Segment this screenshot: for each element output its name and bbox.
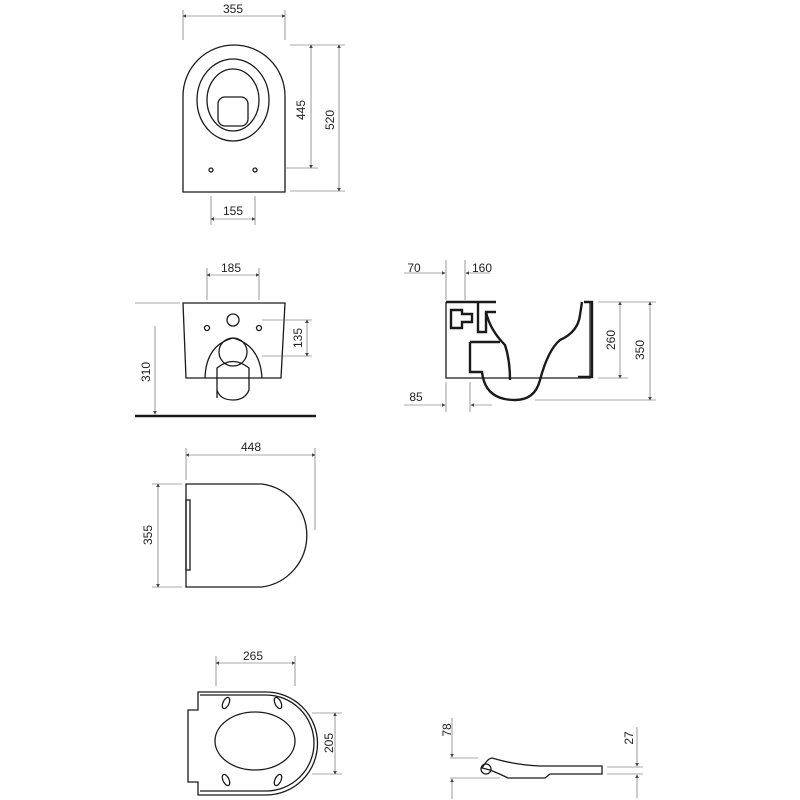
toilet-top-view: 355 155 445 520 (182, 2, 345, 225)
dim-hole-height: 135 (291, 328, 305, 348)
dim-seat-thickness: 27 (622, 731, 636, 745)
dim-bumper-spacing: 265 (243, 649, 263, 663)
dim-total-height: 350 (633, 340, 647, 360)
dim-side-offset-a: 70 (407, 261, 421, 275)
dim-front-hole-spacing: 185 (221, 261, 241, 275)
dim-seat-length: 448 (241, 440, 261, 454)
dim-seat-width: 355 (141, 525, 155, 545)
dim-total-length: 520 (323, 110, 337, 130)
seat-top-view: 448 355 (141, 440, 316, 588)
dim-hinge-height: 78 (440, 723, 454, 737)
dim-side-offset-c: 85 (409, 390, 423, 404)
toilet-side-view: 70 160 85 260 350 (404, 260, 656, 412)
dim-seat-opening: 205 (322, 733, 336, 753)
dim-top-width: 355 (223, 2, 243, 16)
seat-side-view: 78 27 (440, 718, 643, 799)
dim-bowl-length: 445 (294, 100, 308, 120)
dim-top-hole-spacing: 155 (223, 204, 243, 218)
dim-height-from-floor: 310 (139, 362, 153, 382)
seat-bottom-view: 265 205 (187, 649, 342, 796)
dim-rim-height: 260 (604, 330, 618, 350)
dim-side-offset-b: 160 (472, 261, 492, 275)
toilet-front-view: 185 310 135 (135, 261, 316, 418)
